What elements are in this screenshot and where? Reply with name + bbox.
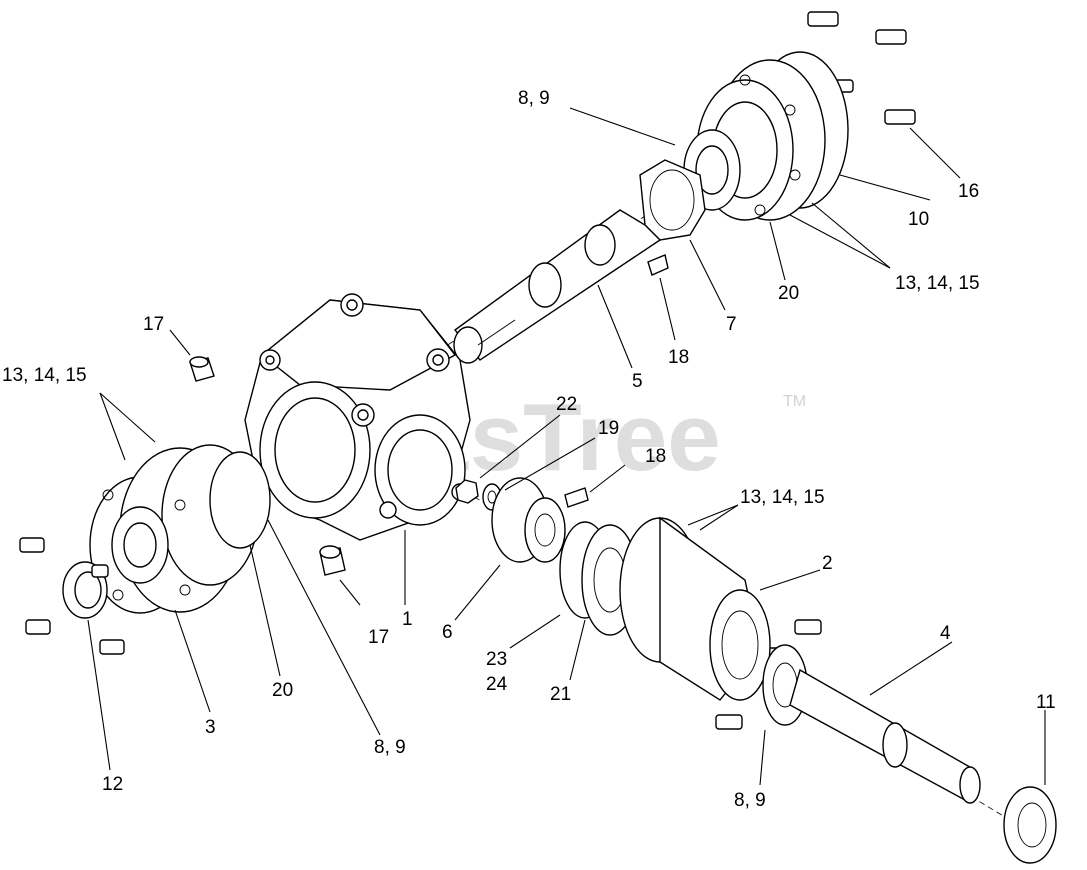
callout-6: 6 xyxy=(442,622,453,643)
input-shaft xyxy=(453,209,662,364)
key-mid xyxy=(564,487,589,508)
output-shaft xyxy=(789,668,981,804)
callout-8-9-mid: 8, 9 xyxy=(374,737,406,758)
callout-4: 4 xyxy=(940,623,951,644)
leader-lines xyxy=(87,107,1046,786)
oil-seal-right xyxy=(1003,786,1057,864)
callout-18-top: 18 xyxy=(668,347,689,368)
lower-end-cap xyxy=(619,516,771,701)
callout-13-15-left: 13, 14, 15 xyxy=(2,365,87,386)
upper-end-cap xyxy=(696,51,849,221)
left-end-cap xyxy=(89,444,271,614)
watermark-tm: TM xyxy=(783,393,806,410)
callout-24: 24 xyxy=(486,674,508,695)
callout-11: 11 xyxy=(1036,692,1056,713)
callout-20-right: 20 xyxy=(778,283,799,304)
bevel-gear-lower xyxy=(491,477,566,563)
callout-labels: 8, 9 10 16 13, 14, 15 20 7 18 5 17 13, 1… xyxy=(2,88,1056,811)
callout-5: 5 xyxy=(632,371,643,392)
callout-8-9-bottom: 8, 9 xyxy=(734,790,766,811)
dowel-pin-top xyxy=(189,356,215,382)
callout-16: 16 xyxy=(958,181,979,202)
callout-18-mid: 18 xyxy=(645,446,666,467)
callout-13-15-upper-right: 13, 14, 15 xyxy=(895,273,980,294)
callout-3: 3 xyxy=(205,717,216,738)
cap-screws-left xyxy=(19,537,125,655)
gearbox-housing xyxy=(244,293,471,541)
callout-13-15-center: 13, 14, 15 xyxy=(740,487,825,508)
callout-7: 7 xyxy=(726,314,737,335)
callout-19: 19 xyxy=(598,418,619,439)
callout-17-top: 17 xyxy=(143,314,164,335)
callout-23: 23 xyxy=(486,649,507,670)
dowel-pin-bottom xyxy=(319,545,346,576)
callout-22: 22 xyxy=(556,394,577,415)
callout-10: 10 xyxy=(908,209,929,230)
callout-21: 21 xyxy=(550,684,571,705)
callout-17-bottom: 17 xyxy=(368,627,389,648)
callout-2: 2 xyxy=(822,553,833,574)
callout-1: 1 xyxy=(402,609,413,630)
bevel-gear-upper xyxy=(639,159,706,241)
callout-12: 12 xyxy=(102,774,123,795)
nut xyxy=(455,479,479,504)
callout-20-left: 20 xyxy=(272,680,293,701)
callout-8-9-top: 8, 9 xyxy=(518,88,550,109)
key-upper xyxy=(647,254,669,276)
